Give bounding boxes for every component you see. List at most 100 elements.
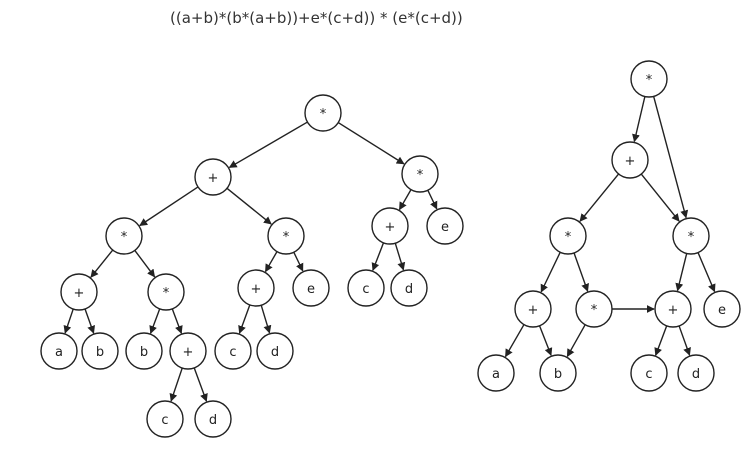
- node-label: c: [645, 367, 652, 382]
- edge-t2-t5: [226, 187, 272, 225]
- node-label: +: [74, 286, 85, 301]
- node-circle: [390, 269, 428, 307]
- node-t10: +: [237, 269, 275, 307]
- node-label: +: [625, 154, 636, 169]
- edge-t17-t20: [169, 367, 183, 402]
- edge-t9-t17: [171, 308, 183, 334]
- node-circle: [611, 141, 649, 179]
- node-t15: b: [81, 332, 119, 370]
- node-t16: b: [125, 332, 163, 370]
- node-g4: *: [672, 217, 710, 255]
- edge-t10-t18: [238, 304, 251, 334]
- node-g3: *: [549, 217, 587, 255]
- edge-g1-g2: [632, 96, 646, 143]
- edge-g1-g4: [652, 96, 689, 219]
- node-t5: *: [267, 217, 305, 255]
- node-circle: [147, 273, 185, 311]
- node-circle: [549, 217, 587, 255]
- node-g8: e: [703, 290, 741, 328]
- node-g7: +: [654, 290, 692, 328]
- edge-g4-g7: [675, 253, 688, 292]
- edge-g4-g8: [697, 252, 716, 293]
- node-label: c: [229, 345, 236, 360]
- node-circle: [514, 290, 552, 328]
- edge-g2-g4: [640, 173, 680, 222]
- node-label: +: [251, 282, 262, 297]
- edge-t1-t3: [337, 121, 405, 165]
- node-t7: e: [426, 207, 464, 245]
- edge-g5-g10: [538, 325, 553, 357]
- edge-t3-t7: [427, 189, 438, 210]
- node-label: e: [441, 220, 449, 235]
- node-circle: [125, 332, 163, 370]
- node-circle: [256, 332, 294, 370]
- node-circle: [630, 354, 668, 392]
- node-t17: +: [169, 332, 207, 370]
- node-circle: [575, 290, 613, 328]
- node-t3: *: [401, 155, 439, 193]
- edge-g3-g5: [540, 251, 561, 293]
- node-circle: [677, 354, 715, 392]
- node-label: c: [362, 282, 369, 297]
- node-t4: *: [105, 217, 143, 255]
- edge-t5-t11: [293, 251, 304, 272]
- node-circle: [81, 332, 119, 370]
- node-circle: [347, 269, 385, 307]
- node-t19: d: [256, 332, 294, 370]
- node-circle: [105, 217, 143, 255]
- edge-t8-t14: [63, 308, 74, 334]
- node-label: d: [692, 367, 700, 382]
- node-label: e: [718, 303, 726, 318]
- edge-t6-t13: [394, 243, 406, 271]
- node-label: b: [554, 367, 562, 382]
- edge-t1-t2: [228, 121, 308, 169]
- node-g10: b: [539, 354, 577, 392]
- edge-t8-t15: [84, 308, 95, 334]
- node-label: e: [307, 282, 315, 297]
- node-circle: [672, 217, 710, 255]
- node-label: b: [96, 345, 104, 360]
- edge-t2-t4: [139, 186, 199, 227]
- node-label: *: [283, 230, 290, 245]
- node-label: +: [528, 303, 539, 318]
- node-label: a: [492, 367, 500, 382]
- node-label: +: [183, 345, 194, 360]
- edge-t10-t19: [260, 305, 272, 334]
- node-label: *: [121, 230, 128, 245]
- node-g11: c: [630, 354, 668, 392]
- node-circle: [267, 217, 305, 255]
- node-label: c: [161, 413, 168, 428]
- node-label: *: [688, 230, 695, 245]
- node-circle: [630, 60, 668, 98]
- node-label: *: [591, 303, 598, 318]
- edge-g3-g6: [573, 252, 589, 292]
- node-circle: [292, 269, 330, 307]
- node-circle: [703, 290, 741, 328]
- edge-g2-g3: [579, 173, 620, 222]
- node-t21: d: [194, 400, 232, 438]
- node-t11: e: [292, 269, 330, 307]
- node-circle: [654, 290, 692, 328]
- edge-t5-t10: [264, 251, 278, 273]
- edge-g7-g11: [654, 325, 668, 356]
- node-circle: [304, 94, 342, 132]
- node-label: d: [271, 345, 279, 360]
- node-label: +: [385, 220, 396, 235]
- node-circle: [401, 155, 439, 193]
- node-label: +: [208, 171, 219, 186]
- node-g1: *: [630, 60, 668, 98]
- node-circle: [194, 400, 232, 438]
- node-t2: +: [194, 158, 232, 196]
- edge-t4-t9: [134, 249, 156, 278]
- node-circle: [214, 332, 252, 370]
- node-label: *: [163, 286, 170, 301]
- edge-t9-t16: [149, 308, 161, 334]
- node-g5: +: [514, 290, 552, 328]
- node-g12: d: [677, 354, 715, 392]
- edge-t6-t12: [371, 242, 385, 272]
- edge-g7-g12: [678, 325, 691, 356]
- node-circle: [40, 332, 78, 370]
- node-t20: c: [146, 400, 184, 438]
- node-label: b: [140, 345, 148, 360]
